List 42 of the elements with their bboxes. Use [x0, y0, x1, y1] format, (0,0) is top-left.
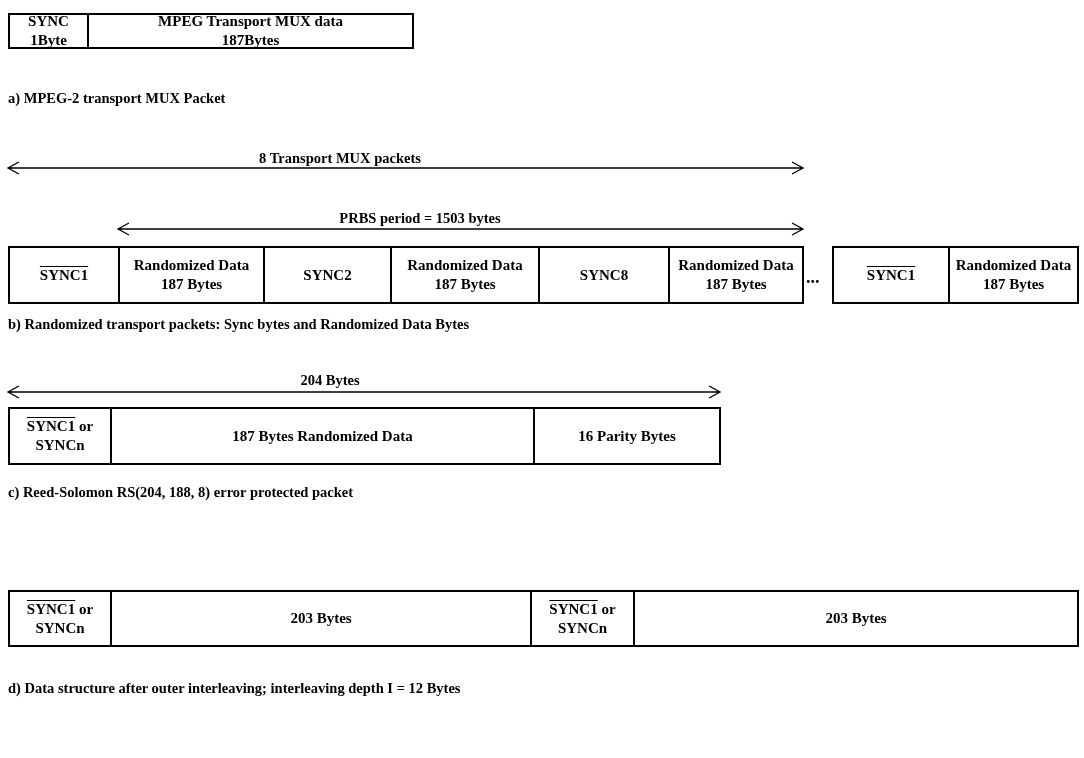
packet-field — [533, 407, 721, 465]
field-text: MPEG Transport MUX data 187Bytes — [157, 12, 344, 50]
packet-field — [8, 590, 112, 647]
field-text: 16 Parity Bytes — [578, 426, 676, 446]
ellipsis: ... — [806, 267, 820, 288]
field-text: Randomized Data 187 Bytes — [132, 256, 251, 294]
field-text: 203 Bytes — [825, 609, 887, 628]
field-text: Randomized Data 187 Bytes — [406, 256, 524, 294]
dimension-label: 8 Transport MUX packets — [259, 150, 421, 167]
packet-field — [668, 246, 804, 304]
packet-field — [530, 590, 635, 647]
field-text: SYNC1 or SYNCn — [25, 599, 95, 638]
caption: a) MPEG-2 transport MUX Packet — [8, 90, 226, 107]
packet-field — [110, 590, 532, 647]
packet-field — [110, 407, 535, 465]
dimension-label: 204 Bytes — [300, 372, 360, 389]
packet-field — [832, 246, 950, 304]
field-text: Randomized Data 187 Bytes — [954, 256, 1073, 294]
field-text: SYNC1 or SYNCn — [25, 417, 95, 455]
field-text: SYNC 1Byte — [27, 12, 70, 50]
packet-field — [390, 246, 540, 304]
caption: d) Data structure after outer interleaving; interleaving depth I = 12 Bytes — [8, 680, 461, 697]
packet-field — [8, 13, 89, 49]
packet-field — [87, 13, 414, 49]
caption: c) Reed-Solomon RS(204, 188, 8) error protected packet — [8, 484, 354, 501]
packet-field — [263, 246, 392, 304]
packet-field — [948, 246, 1079, 304]
packet-field — [118, 246, 265, 304]
field-text: 187 Bytes Randomized Data — [232, 426, 413, 446]
dimension-label: PRBS period = 1503 bytes — [339, 210, 501, 227]
packet-field — [8, 407, 112, 465]
field-text: SYNC8 — [579, 265, 629, 285]
field-text: 203 Bytes — [290, 609, 352, 628]
field-text: Randomized Data 187 Bytes — [677, 256, 795, 294]
packet-field — [538, 246, 670, 304]
field-text: SYNC1 — [39, 265, 89, 285]
field-text: SYNC2 — [303, 265, 352, 285]
field-text: SYNC1 or SYNCn — [548, 599, 617, 638]
field-text: SYNC1 — [866, 265, 916, 285]
packet-field — [8, 246, 120, 304]
packet-field — [633, 590, 1079, 647]
caption: b) Randomized transport packets: Sync bytes and Randomized Data Bytes — [8, 316, 470, 333]
